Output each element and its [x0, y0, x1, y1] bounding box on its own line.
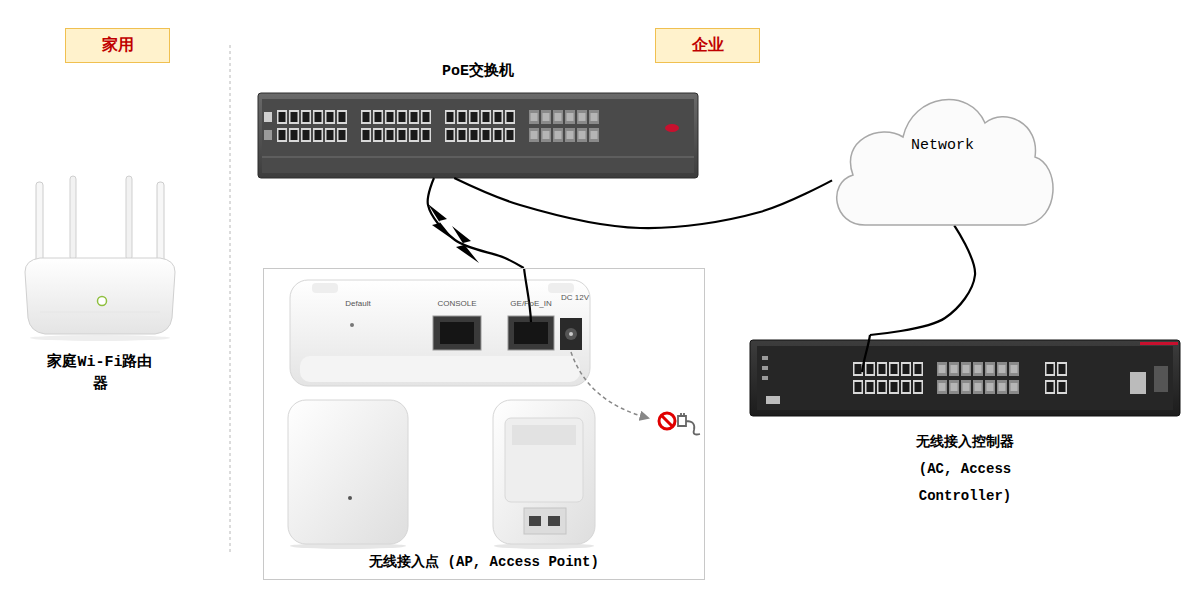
divider: [230, 45, 231, 555]
node-label: PoE交换机: [442, 62, 514, 82]
port-label-holder: DC 12V: [561, 287, 589, 305]
access-point-panel: 无线接入点 (AP, Access Point): [263, 268, 705, 580]
node-label: 家用: [102, 36, 134, 56]
node-label: 企业: [692, 36, 724, 56]
network-cloud: Network: [825, 75, 1060, 230]
port-label-holder: CONSOLE: [437, 293, 476, 311]
port-label-holder: GE/PoE_IN: [510, 293, 551, 311]
node-label: 无线接入点 (AP, Access Point): [369, 553, 599, 571]
port-label: GE/PoE_IN: [510, 299, 551, 308]
node-label: Network: [911, 136, 974, 156]
access-controller: 无线接入控制器 (AC, Access Controller): [750, 335, 1180, 510]
category-tag: 企业: [655, 28, 760, 63]
cable: [870, 225, 975, 335]
port-label-holder: Default: [345, 293, 370, 311]
port-label: Default: [345, 299, 370, 308]
node-label: 无线接入控制器 (AC, Access Controller): [906, 429, 1024, 510]
port-label: CONSOLE: [437, 299, 476, 308]
category-tag: 家用: [65, 28, 170, 63]
poe-switch: PoE交换机: [258, 60, 698, 178]
cable: [428, 178, 524, 268]
node-label: 家庭Wi-Fi路由器: [44, 352, 156, 396]
ac-drawing: [750, 335, 1180, 416]
port-label: DC 12V: [561, 293, 589, 302]
power-bolt: [428, 204, 479, 263]
home-router: 家庭Wi-Fi路由器: [15, 170, 185, 400]
router-drawing: [25, 176, 175, 341]
switch-drawing: [258, 93, 698, 178]
ap-views-drawing: [288, 400, 595, 549]
cable: [454, 178, 832, 228]
